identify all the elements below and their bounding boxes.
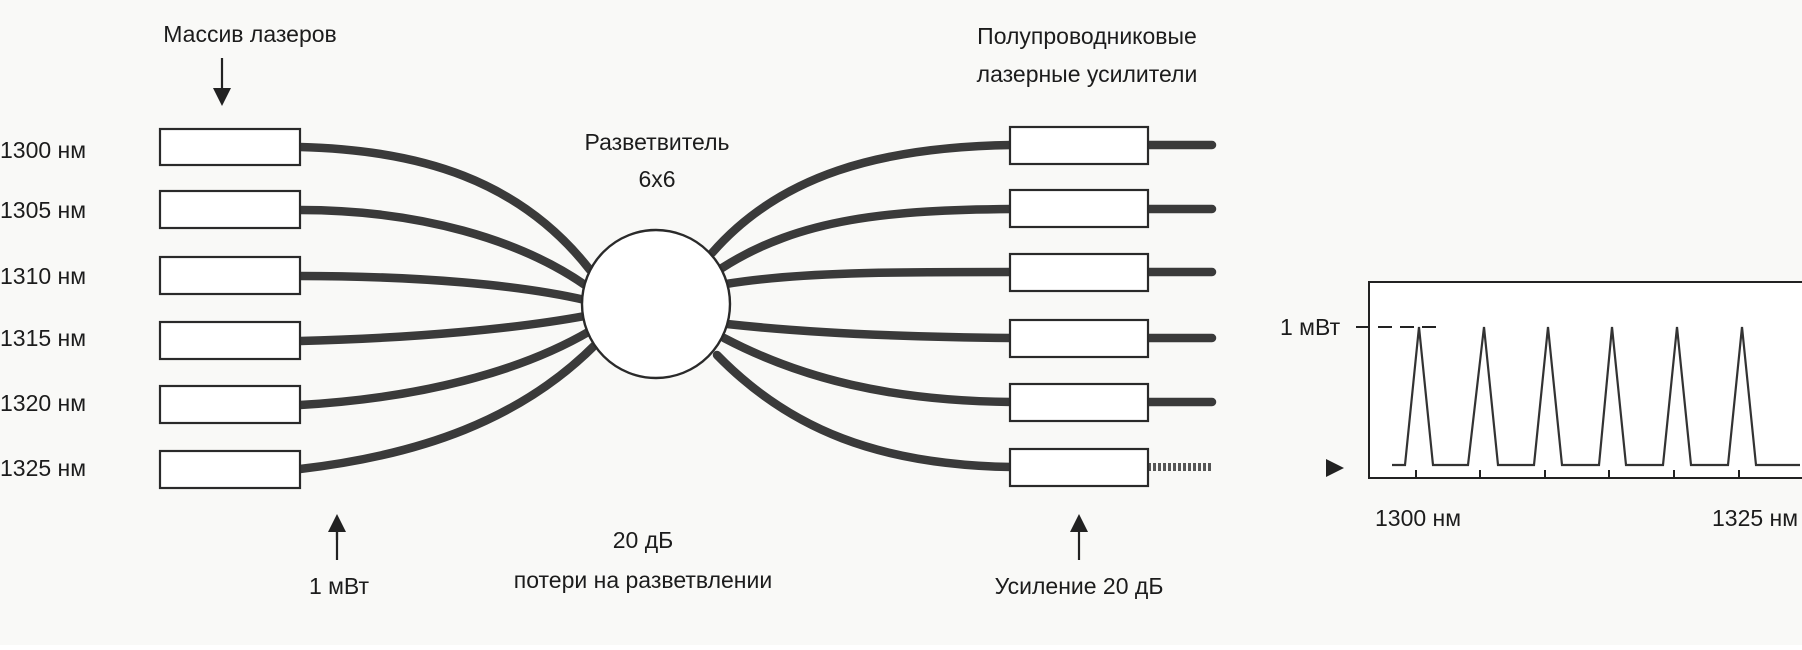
- laser-1320: [158, 384, 302, 425]
- spectrum-x-end: 1325 нм: [1712, 505, 1798, 531]
- laser-1310: [158, 255, 302, 296]
- amplifier-1: [1008, 125, 1150, 166]
- wavelength-labels: 1300 нм 1305 нм 1310 нм 1315 нм 1320 нм …: [0, 137, 86, 481]
- laser-1305: [158, 189, 302, 230]
- amplifier-3: [1008, 252, 1150, 293]
- coupler-6x6: [580, 228, 732, 380]
- output-fiber-4: [722, 319, 1017, 343]
- input-power-label: 1 мВт: [309, 573, 370, 599]
- coupler-title: Разветвитель: [585, 129, 730, 155]
- amplifier-5: [1008, 382, 1150, 423]
- amplifier-array: [1008, 125, 1150, 488]
- laser-1315: [158, 320, 302, 361]
- laser-1325: [158, 449, 302, 490]
- input-fiber-1305: [295, 205, 590, 290]
- spectrum-ticks: [1415, 470, 1740, 478]
- laser-array: [158, 127, 302, 490]
- splitting-loss-label: потери на разветвлении: [514, 567, 772, 593]
- spectrum-level-label: 1 мВт: [1280, 314, 1341, 340]
- output-spectrum: 1 мВт 1300 нм 1325 нм: [1280, 281, 1802, 531]
- output-fiber-2: [717, 204, 1017, 273]
- wavelength-label-1325: 1325 нм: [0, 455, 86, 481]
- spectrum-x-start: 1300 нм: [1375, 505, 1461, 531]
- laser-array-arrow: [213, 58, 231, 106]
- output-fibers: [707, 140, 1017, 472]
- wavelength-label-1315: 1315 нм: [0, 325, 86, 351]
- input-power-arrow: [328, 514, 346, 560]
- coupler-size: 6x6: [638, 166, 675, 192]
- input-fiber-1315: [295, 311, 590, 346]
- spectrum-trace: [1392, 326, 1800, 467]
- amplifier-title-line1: Полупроводниковые: [977, 23, 1197, 49]
- wavelength-label-1300: 1300 нм: [0, 137, 86, 163]
- input-fiber-1325: [295, 340, 600, 474]
- laser-array-title: Массив лазеров: [163, 21, 337, 47]
- wavelength-label-1320: 1320 нм: [0, 390, 86, 416]
- input-fibers: [295, 142, 600, 474]
- input-fiber-1300: [295, 142, 595, 275]
- spectrum-baseline-marker: [1326, 459, 1344, 477]
- gain-arrow: [1070, 514, 1088, 560]
- laser-1300: [158, 127, 302, 167]
- amplifier-title-line2: лазерные усилители: [977, 61, 1198, 87]
- splitting-loss-value: 20 дБ: [613, 527, 674, 553]
- input-fiber-1310: [295, 271, 590, 305]
- wavelength-label-1310: 1310 нм: [0, 263, 86, 289]
- amplifier-6: [1008, 447, 1150, 488]
- output-fiber-5: [719, 333, 1017, 407]
- output-fiber-1: [707, 140, 1017, 258]
- wavelength-label-1305: 1305 нм: [0, 197, 86, 223]
- amplifier-4: [1008, 318, 1150, 359]
- amplifier-output-stubs: [1143, 140, 1217, 471]
- input-fiber-1320: [295, 326, 595, 410]
- gain-label: Усиление 20 дБ: [995, 573, 1164, 599]
- amplifier-2: [1008, 188, 1150, 229]
- output-fiber-3: [721, 267, 1017, 289]
- output-fiber-6: [712, 350, 1017, 472]
